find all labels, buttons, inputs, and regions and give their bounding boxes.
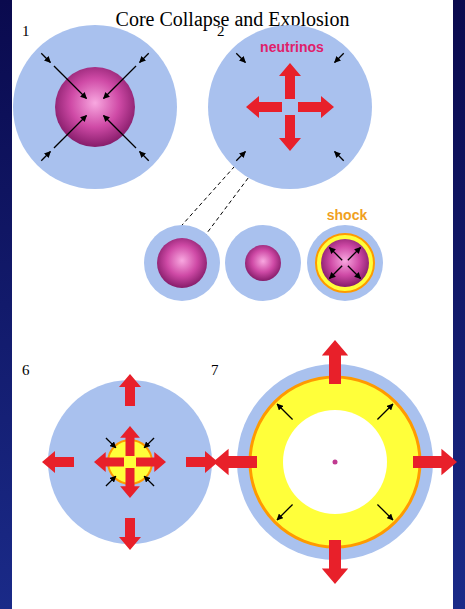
- circle-outline: [48, 380, 212, 544]
- stage-circle: shock: [307, 225, 383, 301]
- stage-circle: 2 neutrinos: [208, 25, 372, 189]
- stage-number: 6: [22, 363, 30, 378]
- circle-outline: [237, 364, 433, 560]
- diagram-title: Core Collapse and Explosion: [0, 8, 465, 31]
- circle-outline: [13, 25, 177, 189]
- stage-number: 1: [22, 24, 30, 39]
- stage-circle: 1: [13, 25, 177, 189]
- stage-circle: 7: [237, 364, 433, 560]
- stage-number: 2: [217, 24, 225, 39]
- stage-number: 7: [211, 363, 219, 378]
- stage-label: neutrinos: [258, 40, 326, 54]
- circle-outline: [307, 225, 383, 301]
- stage-label: shock: [325, 208, 369, 222]
- stage-circle: 6: [48, 380, 212, 544]
